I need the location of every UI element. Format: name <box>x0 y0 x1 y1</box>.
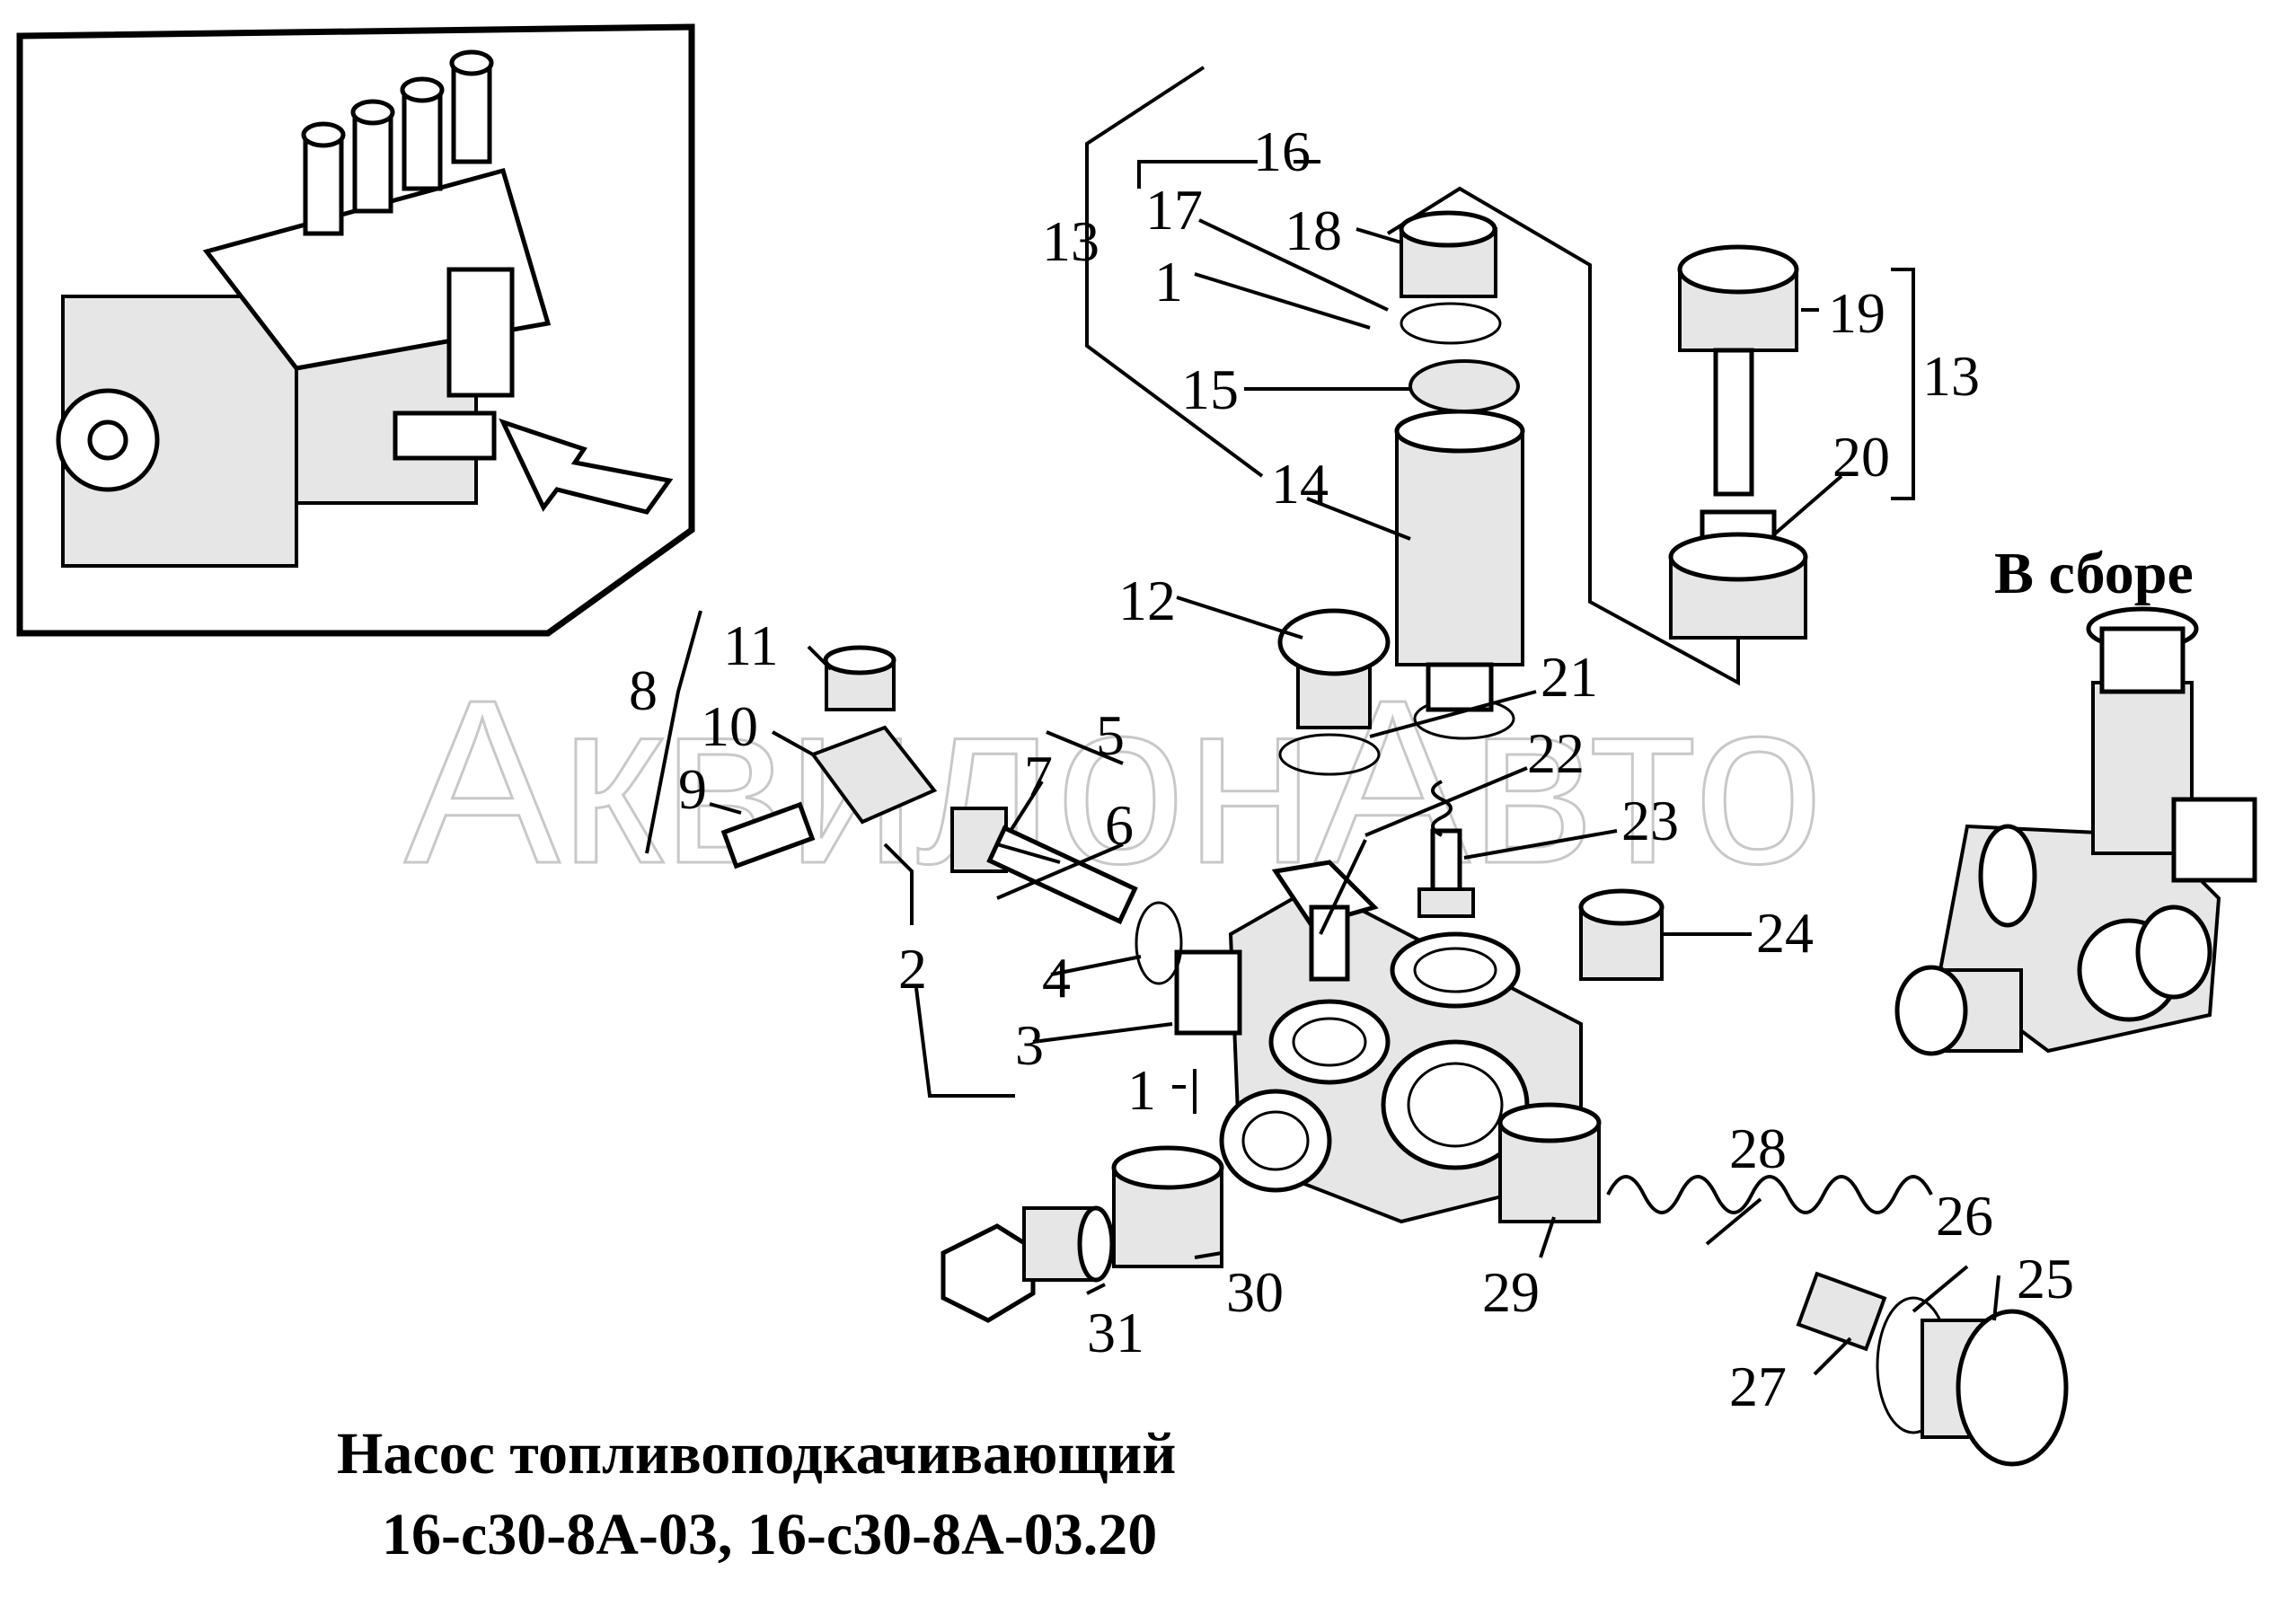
label-19: 19 <box>1828 281 1885 345</box>
label-24: 24 <box>1756 901 1814 965</box>
label-21: 21 <box>1541 645 1598 709</box>
label-3: 3 <box>1015 1013 1044 1077</box>
label-1b: 1 <box>1127 1058 1156 1122</box>
part-22-spring <box>1431 780 1453 837</box>
part-18-nut <box>1399 210 1497 298</box>
label-10: 10 <box>701 694 758 758</box>
inset-outlet-fittings <box>301 49 494 236</box>
inset-pump-overview <box>16 23 695 637</box>
label-17: 17 <box>1145 178 1203 242</box>
label-20: 20 <box>1832 425 1890 489</box>
label-28: 28 <box>1729 1116 1787 1180</box>
label-13b: 13 <box>1922 344 1980 408</box>
label-18: 18 <box>1285 199 1342 262</box>
pump-housing <box>1174 860 1583 1224</box>
part-19-handle <box>1677 244 1799 497</box>
inset-pointer-arrow <box>499 418 674 515</box>
part-14-cylinder <box>1394 409 1525 712</box>
label-23: 23 <box>1621 789 1679 852</box>
part-number-labels: 13 16 17 18 1 15 14 12 19 13 20 21 22 23… <box>629 119 2194 1418</box>
part-30-sleeve <box>1111 1145 1224 1268</box>
label-11: 11 <box>723 613 779 677</box>
diagram-title-line2: 16-с30-8А-03, 16-с30-8А-03.20 <box>382 1502 1157 1567</box>
label-31: 31 <box>1087 1301 1144 1364</box>
label-6: 6 <box>1105 793 1134 857</box>
leader-lines <box>645 66 2000 1376</box>
pump-mounting-flange <box>1174 949 1242 1036</box>
part-29-cup <box>1497 1102 1602 1223</box>
diagram-title-line1: Насос топливоподкачивающий <box>337 1421 1176 1487</box>
part-23-valve <box>1417 828 1475 918</box>
part-31-bolt <box>940 1205 1115 1323</box>
label-2: 2 <box>898 937 927 1001</box>
label-22: 22 <box>1527 721 1585 785</box>
label-29: 29 <box>1482 1260 1540 1324</box>
label-9: 9 <box>678 757 707 821</box>
label-12: 12 <box>1118 569 1176 632</box>
label-4: 4 <box>1042 946 1071 1010</box>
part-27-piston <box>1796 1271 1887 1352</box>
assembled-view <box>1894 606 2257 1056</box>
part-12-plug <box>1277 608 1391 729</box>
label-5: 5 <box>1096 703 1125 767</box>
part-25-plug <box>1921 1309 2069 1467</box>
label-25: 25 <box>2017 1247 2074 1310</box>
part-9-pin <box>720 801 816 869</box>
label-13a: 13 <box>1042 209 1099 273</box>
part-24-fitting <box>1578 888 1665 981</box>
label-27: 27 <box>1729 1355 1787 1418</box>
part-20-cap <box>1668 509 1808 640</box>
assembled-view-label: В сборе <box>1994 541 2194 606</box>
part-15-washer <box>1409 359 1520 413</box>
label-26: 26 <box>1936 1184 1993 1248</box>
label-16: 16 <box>1253 119 1311 183</box>
label-1a: 1 <box>1154 250 1183 313</box>
label-8: 8 <box>629 658 658 722</box>
label-30: 30 <box>1226 1260 1284 1324</box>
part-4-gasket <box>1135 901 1183 985</box>
part-10-lever <box>809 725 938 825</box>
watermark-text: АквилонАвто <box>404 652 1824 913</box>
label-14: 14 <box>1271 452 1329 516</box>
part-17-ring <box>1400 302 1502 345</box>
label-7: 7 <box>1024 744 1053 807</box>
part-28-spring <box>1606 1175 1933 1214</box>
part-11-nut <box>823 645 896 711</box>
label-15: 15 <box>1181 357 1239 421</box>
